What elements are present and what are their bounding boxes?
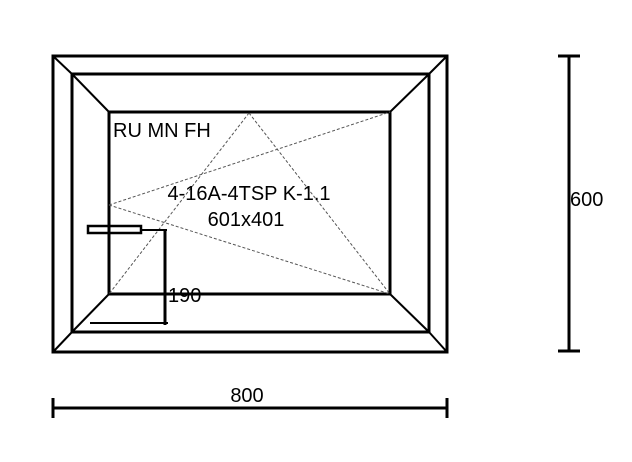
opening-indicators <box>108 111 391 295</box>
sash-label: RU MN FH <box>113 120 211 142</box>
width-label: 800 <box>230 385 263 407</box>
handle <box>86 224 168 325</box>
handle-icon <box>86 224 143 235</box>
sash-frame <box>70 72 431 334</box>
glass-pane <box>107 110 392 296</box>
height-dimension <box>558 54 580 353</box>
height-label: 600 <box>570 189 603 211</box>
outer-frame <box>51 54 449 354</box>
handle-height-label: 190 <box>168 285 201 307</box>
width-dimension <box>51 398 449 418</box>
glass-spec: 4-16A-4TSP K-1.1 <box>167 183 330 205</box>
frame-miters <box>52 55 448 353</box>
glass-size: 601x401 <box>208 209 285 231</box>
window-frame <box>51 54 449 354</box>
